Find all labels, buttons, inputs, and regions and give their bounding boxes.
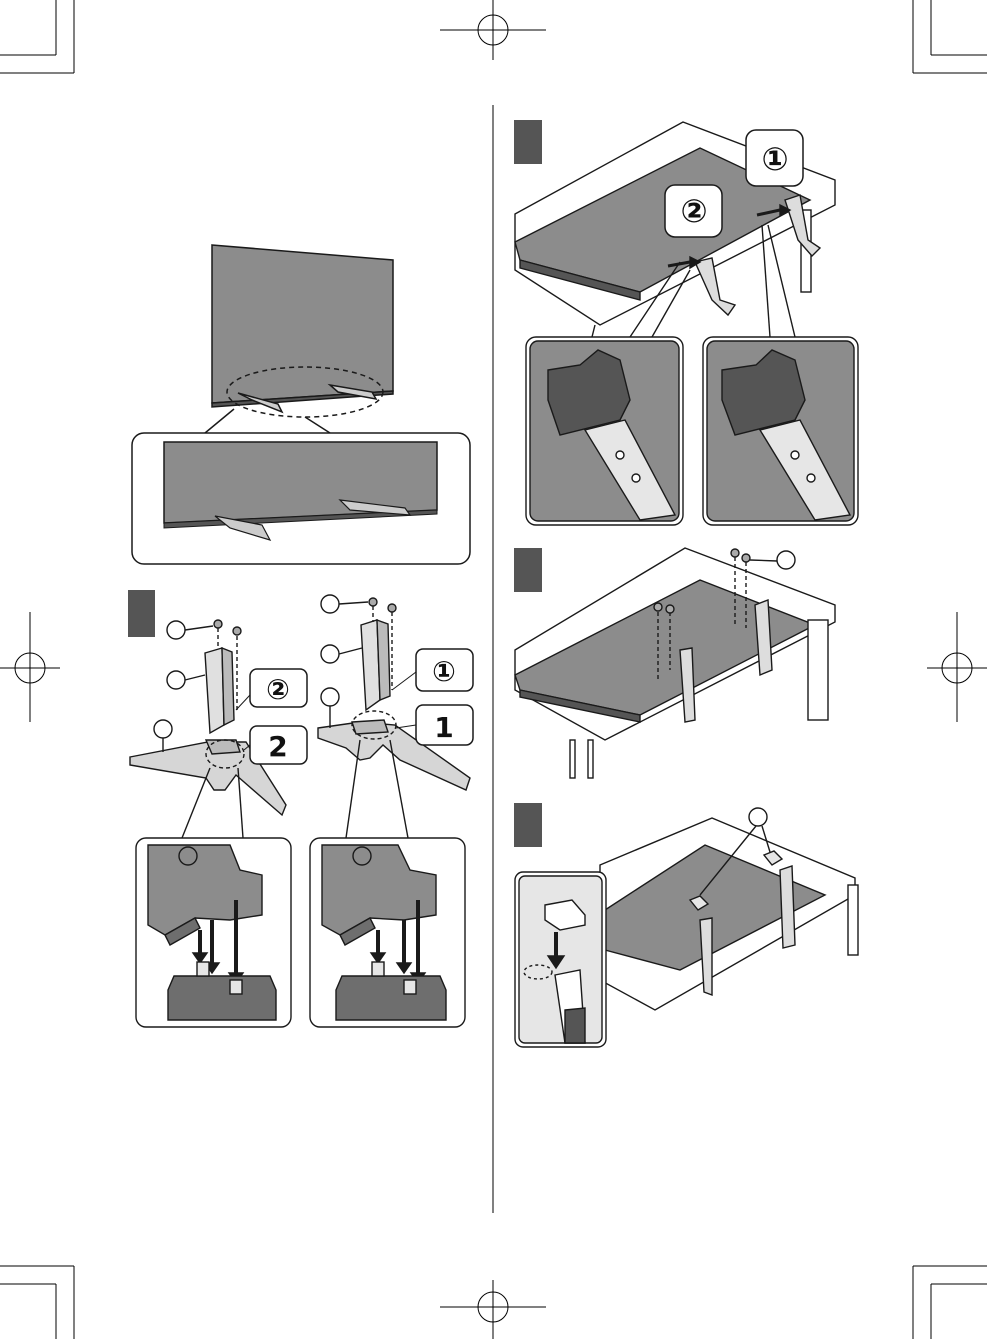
step-marker-insert	[514, 120, 542, 164]
tv-cover-illustration	[600, 808, 858, 1010]
registration-mark-bottom	[440, 1280, 546, 1339]
step-b-label-right: ①	[432, 655, 456, 688]
step-marker-cover	[514, 803, 542, 847]
right-stand-step-callouts: ① 1	[392, 649, 473, 745]
insert-detail-panel-right	[703, 225, 858, 525]
left-stand-detail-panel	[136, 768, 291, 1027]
right-stand-detail-panel	[310, 740, 465, 1027]
tv-overview-illustration	[205, 245, 393, 433]
registration-mark-top	[440, 0, 546, 60]
tv-screw-illustration	[515, 548, 835, 778]
step-marker-screw	[514, 548, 542, 592]
cover-detail-panel	[515, 872, 606, 1047]
left-stand-assembly	[130, 620, 286, 815]
insert-callout-1: ①	[761, 140, 788, 178]
insert-callout-2: ②	[680, 192, 707, 230]
tv-overview-zoom-panel	[132, 433, 470, 564]
step-b-label-left: ②	[266, 673, 290, 706]
step-marker-stand	[128, 590, 155, 637]
step-a-label-left: 2	[268, 730, 287, 763]
step-a-label-right: 1	[434, 711, 453, 744]
registration-mark-right	[927, 612, 987, 722]
registration-mark-left	[0, 612, 60, 722]
